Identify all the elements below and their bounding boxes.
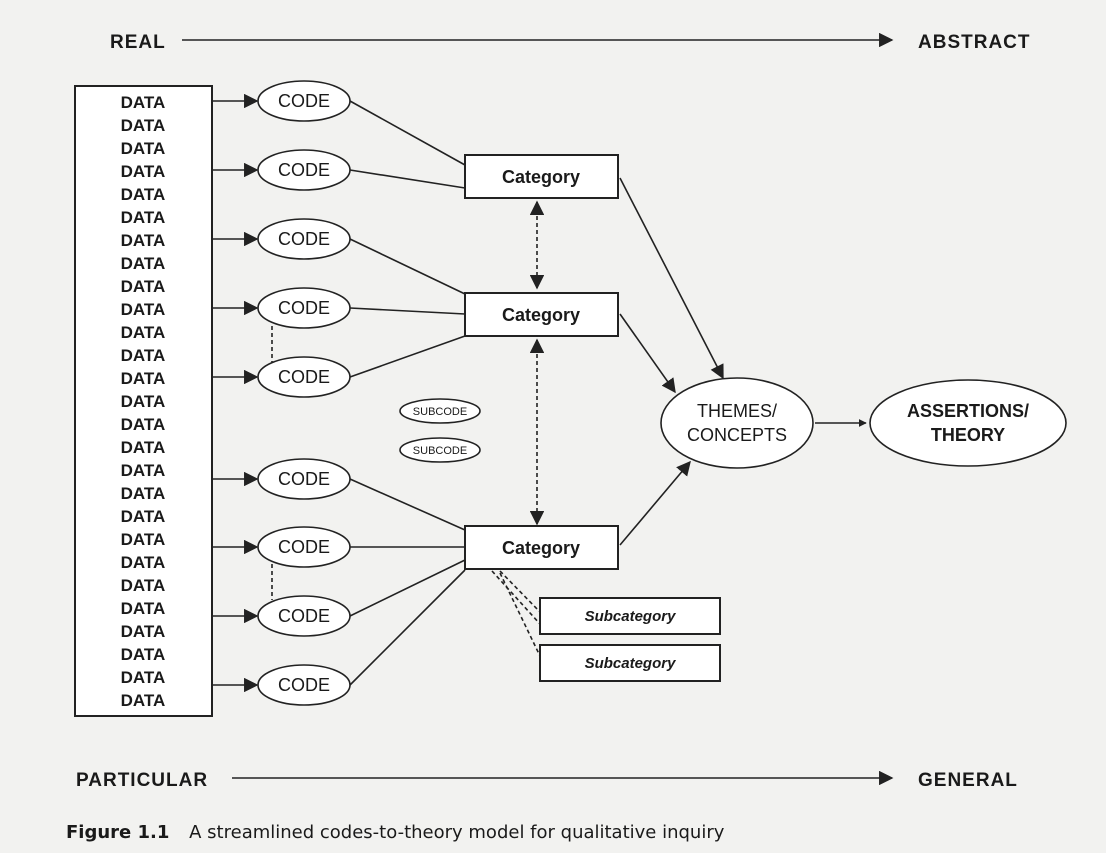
category2-to-themes-arrow <box>619 313 676 394</box>
subcode-label-1: SUBCODE <box>413 406 467 418</box>
code-label: CODE <box>278 537 330 557</box>
data-item: DATA <box>121 116 166 135</box>
data-item: DATA <box>121 231 166 250</box>
code-label: CODE <box>278 675 330 695</box>
data-item: DATA <box>121 438 166 457</box>
axis-real-label: REAL <box>110 32 166 53</box>
category-box-2 <box>464 292 619 337</box>
data-item: DATA <box>121 369 166 388</box>
subcode-node-1 <box>399 398 481 424</box>
category1-to-themes-arrow <box>619 177 724 380</box>
data-item: DATA <box>121 645 166 664</box>
data-column-box <box>74 85 213 717</box>
data-item: DATA <box>121 208 166 227</box>
axis-general-label: GENERAL <box>918 770 1018 791</box>
category-label-2: Category <box>502 305 580 325</box>
data-item: DATA <box>121 392 166 411</box>
category-label-3: Category <box>502 538 580 558</box>
code-nodes: CODE CODE CODE CODE CODE CODE CODE CODE CODE <box>257 80 351 706</box>
category-box-3 <box>464 525 619 570</box>
data-item: DATA <box>121 530 166 549</box>
category-box-1 <box>464 154 619 199</box>
code-label: CODE <box>278 606 330 626</box>
subcategory-dashed-links <box>491 570 541 657</box>
data-item: DATA <box>121 346 166 365</box>
code-to-category-lines <box>349 100 466 686</box>
code-label: CODE <box>278 229 330 249</box>
data-to-code-arrows <box>213 93 259 693</box>
assertions-label-line1: ASSERTIONS/ <box>907 401 1029 421</box>
axis-abstract-label: ABSTRACT <box>918 32 1031 53</box>
figure-caption-text: A streamlined codes-to-theory model for … <box>189 822 725 843</box>
code-label: CODE <box>278 160 330 180</box>
data-item: DATA <box>121 93 166 112</box>
data-item: DATA <box>121 185 166 204</box>
axis-particular-label: PARTICULAR <box>76 770 208 791</box>
code-label: CODE <box>278 298 330 318</box>
assertions-theory-node <box>869 379 1067 467</box>
subcode-label-2: SUBCODE <box>413 445 467 457</box>
data-item: DATA <box>121 461 166 480</box>
data-item: DATA <box>121 415 166 434</box>
data-item: DATA <box>121 254 166 273</box>
data-item: DATA <box>121 576 166 595</box>
data-item: DATA <box>121 599 166 618</box>
code-label: CODE <box>278 367 330 387</box>
data-item: DATA <box>121 553 166 572</box>
figure-caption: Figure 1.1 A streamlined codes-to-theory… <box>66 822 725 843</box>
subcode-node-2 <box>399 437 481 463</box>
subcategory-label-1: Subcategory <box>585 608 677 625</box>
data-item: DATA <box>121 277 166 296</box>
subcategory-label-2: Subcategory <box>585 655 677 672</box>
data-items: DATA DATA DATA DATA DATA DATA DATA DATA DATA DATA… <box>121 93 166 710</box>
data-item: DATA <box>121 668 166 687</box>
data-item: DATA <box>121 300 166 319</box>
data-item: DATA <box>121 622 166 641</box>
subcategory-box-1 <box>539 597 721 635</box>
data-item: DATA <box>121 162 166 181</box>
data-item: DATA <box>121 507 166 526</box>
subcategory-box-2 <box>539 644 721 682</box>
data-item: DATA <box>121 691 166 710</box>
code-label: CODE <box>278 469 330 489</box>
themes-label-line1: THEMES/ <box>697 401 777 421</box>
data-item: DATA <box>121 139 166 158</box>
category-label-1: Category <box>502 167 580 187</box>
themes-label-line2: CONCEPTS <box>687 425 787 445</box>
category3-to-themes-arrow <box>619 460 691 546</box>
code-label: CODE <box>278 91 330 111</box>
figure-caption-label: Figure 1.1 <box>66 822 169 843</box>
data-item: DATA <box>121 484 166 503</box>
themes-concepts-node <box>660 377 814 469</box>
assertions-label-line2: THEORY <box>931 425 1005 445</box>
data-item: DATA <box>121 323 166 342</box>
